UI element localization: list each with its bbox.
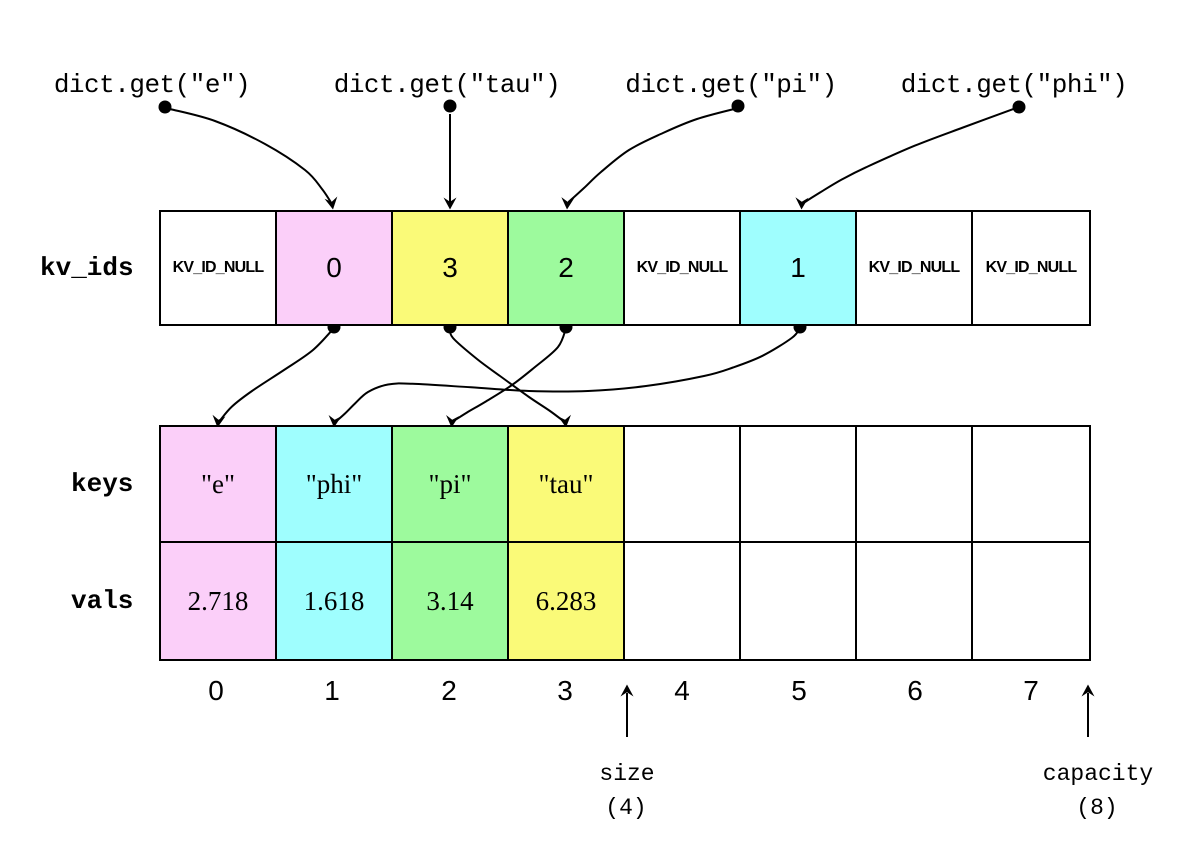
kv-ids-cell-4: KV_ID_NULL xyxy=(625,212,741,324)
vals-cell-5 xyxy=(741,543,857,659)
key-value: "tau" xyxy=(538,468,594,499)
query-e-dot xyxy=(158,100,172,114)
size-arrowhead xyxy=(620,684,634,697)
arrow-slot3-to-key2 xyxy=(452,327,567,422)
kv-id-value: 2 xyxy=(558,252,574,283)
keys-cell-6 xyxy=(857,427,973,541)
kv-ids-cell-5: 1 xyxy=(741,212,857,324)
val-value: 6.283 xyxy=(535,585,597,616)
capacity-label: capacity xyxy=(1042,761,1154,787)
index-4: 4 xyxy=(674,675,690,706)
size-value: (4) xyxy=(605,795,647,821)
keys-cell-1: "phi" xyxy=(277,427,393,541)
query-label-tau: dict.get("tau") xyxy=(333,70,561,100)
query-label-pi: dict.get("pi") xyxy=(625,70,837,100)
keys-cell-7 xyxy=(973,427,1089,541)
vals-cell-6 xyxy=(857,543,973,659)
key-value: "phi" xyxy=(305,468,363,499)
kv-id-null-label: KV_ID_NULL xyxy=(985,259,1077,276)
query-phi-dot xyxy=(1012,100,1026,114)
kv-id-null-label: KV_ID_NULL xyxy=(636,259,728,276)
kv-ids-cell-2: 3 xyxy=(393,212,509,324)
query-pi-arrowhead xyxy=(561,197,575,210)
capacity-value: (8) xyxy=(1076,795,1118,821)
index-5: 5 xyxy=(791,675,807,706)
query-tau-arrowhead xyxy=(443,197,457,210)
kv-ids-cell-1: 0 xyxy=(277,212,393,324)
keys-row-label: keys xyxy=(71,469,134,499)
keys-cell-5 xyxy=(741,427,857,541)
keys-cell-4 xyxy=(625,427,741,541)
index-0: 0 xyxy=(208,675,224,706)
kv-ids-cell-6: KV_ID_NULL xyxy=(857,212,973,324)
key-value: "pi" xyxy=(428,468,472,499)
query-pi-dot xyxy=(731,99,745,113)
index-3: 3 xyxy=(557,675,573,706)
kv-id-value: 0 xyxy=(326,252,342,283)
index-6: 6 xyxy=(907,675,923,706)
capacity-arrowhead xyxy=(1081,684,1095,697)
vals-cell-7 xyxy=(973,543,1089,659)
kv-ids-cell-3: 2 xyxy=(509,212,625,324)
keys-array: "e" "phi" "pi" "tau" xyxy=(159,425,1091,543)
kv-ids-array: KV_ID_NULL 0 3 2 KV_ID_NULL 1 KV_ID_NULL… xyxy=(159,210,1091,326)
keys-cell-2: "pi" xyxy=(393,427,509,541)
val-value: 1.618 xyxy=(303,585,365,616)
arrow-slot1-to-key0 xyxy=(218,327,335,422)
kv-id-null-label: KV_ID_NULL xyxy=(172,259,264,276)
vals-array: 2.718 1.618 3.14 6.283 xyxy=(159,543,1091,661)
query-phi-arrowhead xyxy=(795,197,809,210)
query-label-phi: dict.get("phi") xyxy=(900,70,1128,100)
keys-cell-3: "tau" xyxy=(509,427,625,541)
vals-cell-0: 2.718 xyxy=(161,543,277,659)
vals-cell-1: 1.618 xyxy=(277,543,393,659)
arrow-query-phi-to-slot5 xyxy=(802,106,1020,204)
arrow-slot2-to-key3 xyxy=(448,327,565,423)
kv-id-value: 3 xyxy=(442,252,458,283)
index-1: 1 xyxy=(324,675,340,706)
arrow-query-e-to-slot1 xyxy=(169,108,332,204)
arrow-slot5-to-key1 xyxy=(335,327,801,423)
kv-ids-cell-0: KV_ID_NULL xyxy=(161,212,277,324)
query-label-e: dict.get("e") xyxy=(53,70,251,100)
kv-id-null-label: KV_ID_NULL xyxy=(868,259,960,276)
query-e-arrowhead xyxy=(324,196,338,210)
keys-cell-0: "e" xyxy=(161,427,277,541)
kv-ids-row-label: kv_ids xyxy=(40,253,134,283)
val-value: 3.14 xyxy=(426,585,474,616)
kv-id-value: 1 xyxy=(790,252,806,283)
key-value: "e" xyxy=(200,468,236,499)
vals-cell-3: 6.283 xyxy=(509,543,625,659)
kv-ids-cell-7: KV_ID_NULL xyxy=(973,212,1089,324)
index-7: 7 xyxy=(1023,675,1039,706)
arrow-query-pi-to-slot3 xyxy=(567,107,739,203)
vals-cell-2: 3.14 xyxy=(393,543,509,659)
val-value: 2.718 xyxy=(187,585,249,616)
index-2: 2 xyxy=(441,675,457,706)
vals-row-label: vals xyxy=(71,586,134,616)
size-label: size xyxy=(599,761,655,787)
query-tau-dot xyxy=(443,99,457,113)
vals-cell-4 xyxy=(625,543,741,659)
